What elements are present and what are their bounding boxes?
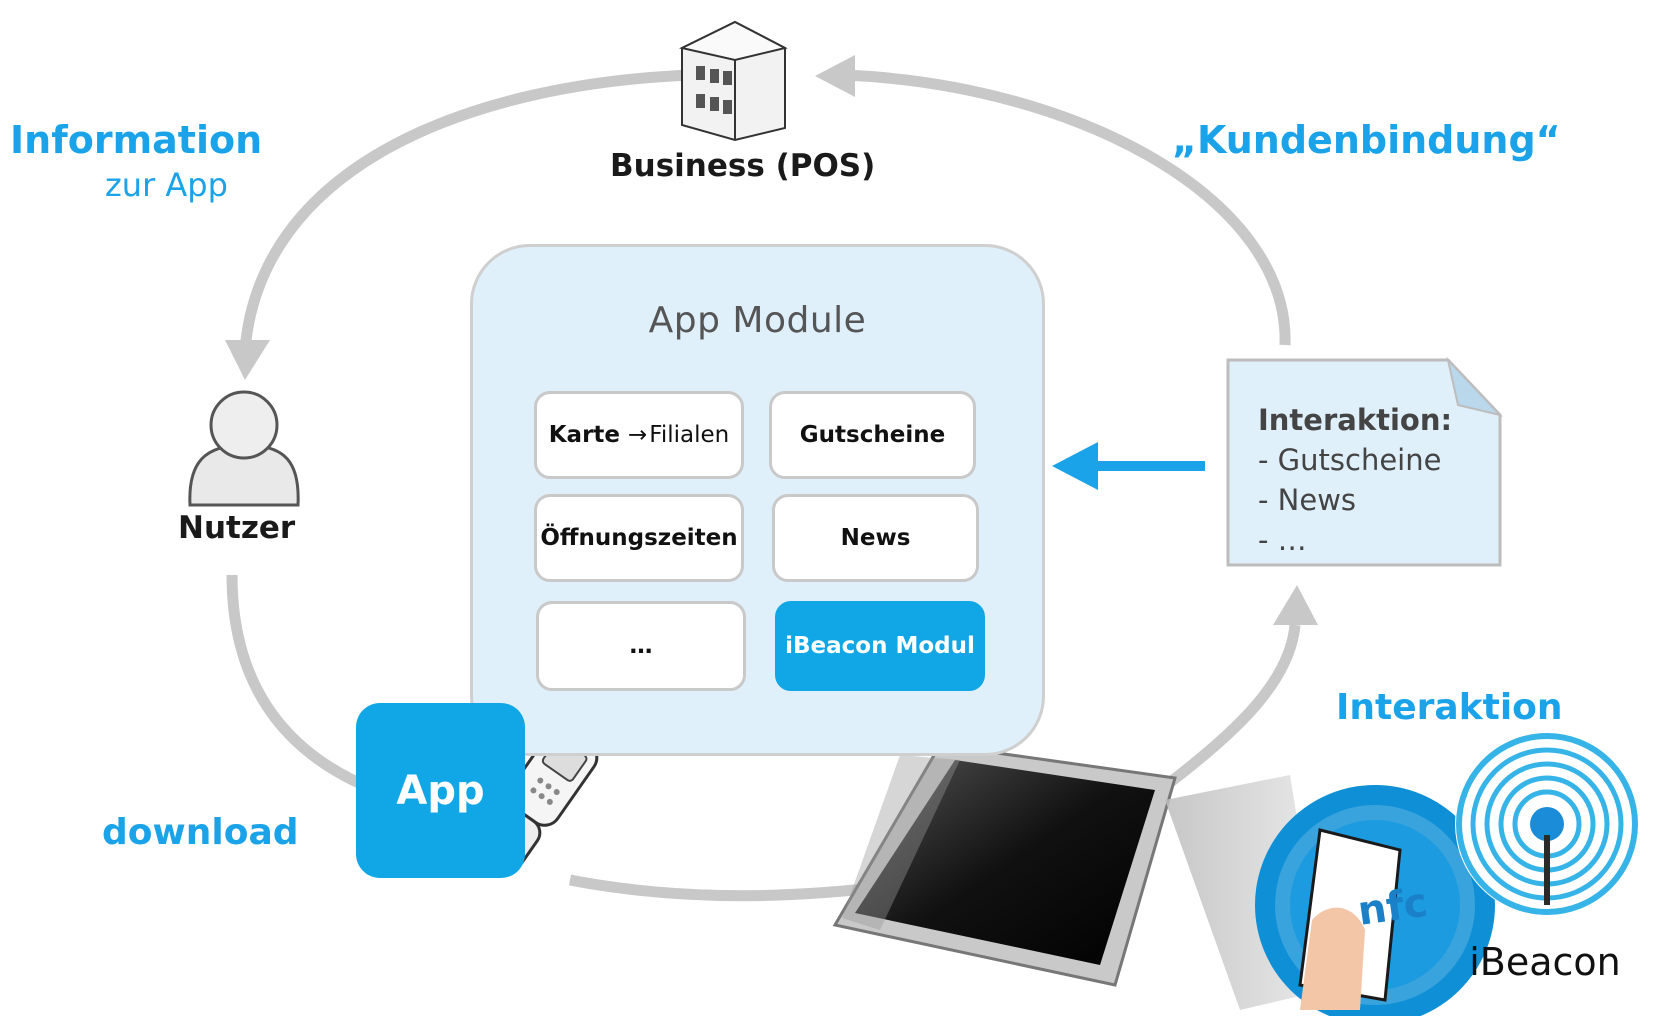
business-label: Business (POS) [610,148,876,184]
nfc-badge-label: nfc [1355,880,1430,935]
module-ibeacon-label: iBeacon Modul [785,633,975,659]
arrow-head-business [815,55,855,97]
module-news-label: News [840,525,911,551]
app-module-title: App Module [648,300,867,341]
module-karte-rest: Filialen [649,422,730,448]
module-oeffnungszeiten[interactable]: Öffnungszeiten [534,494,744,582]
interaction-label: Interaktion [1336,687,1563,728]
ibeacon-badge [1455,732,1639,916]
module-ibeacon[interactable]: iBeacon Modul [775,601,985,691]
module-news[interactable]: News [772,494,979,582]
kundenbindung-title: „Kundenbindung“ [1172,118,1561,162]
module-more[interactable]: … [536,601,746,691]
arrow-tablet-to-note [1156,624,1301,795]
ibeacon-badge-label: iBeacon [1469,940,1621,984]
arrow-user-to-app [226,574,378,796]
arrow-right-icon: → [628,422,648,448]
arrow-app-to-tablet [568,874,901,902]
tablet-icon [832,743,1177,987]
note-line: - Gutscheine [1258,443,1442,477]
information-subtitle: zur App [105,166,228,204]
information-title: Information [10,118,263,162]
module-oeffnungszeiten-label: Öffnungszeiten [540,525,738,551]
user-icon [188,390,300,507]
nfc-badge [1255,785,1495,1016]
arrow-to-business [844,69,1291,346]
arrow-head-modules [1052,442,1098,490]
module-gutscheine[interactable]: Gutscheine [769,391,976,479]
module-karte[interactable]: Karte → Filialen [534,391,744,479]
module-more-label: … [629,633,653,659]
note-paper [1226,356,1504,567]
user-label: Nutzer [178,510,296,546]
building-icon [679,20,788,142]
arrow-head-user [225,340,270,380]
module-karte-bold: Karte [548,422,621,448]
app-tile-label: App [396,768,485,814]
note-line: - … [1258,523,1307,557]
note-line: - News [1258,483,1357,517]
arrow-to-user [239,69,691,351]
arrow-head-note [1273,585,1318,625]
download-label: download [102,812,299,853]
note-content: Interaktion: - Gutscheine - News - … [1258,400,1452,560]
note-heading: Interaktion: [1258,403,1453,437]
module-gutscheine-label: Gutscheine [799,422,946,448]
app-tile[interactable] [356,703,525,878]
